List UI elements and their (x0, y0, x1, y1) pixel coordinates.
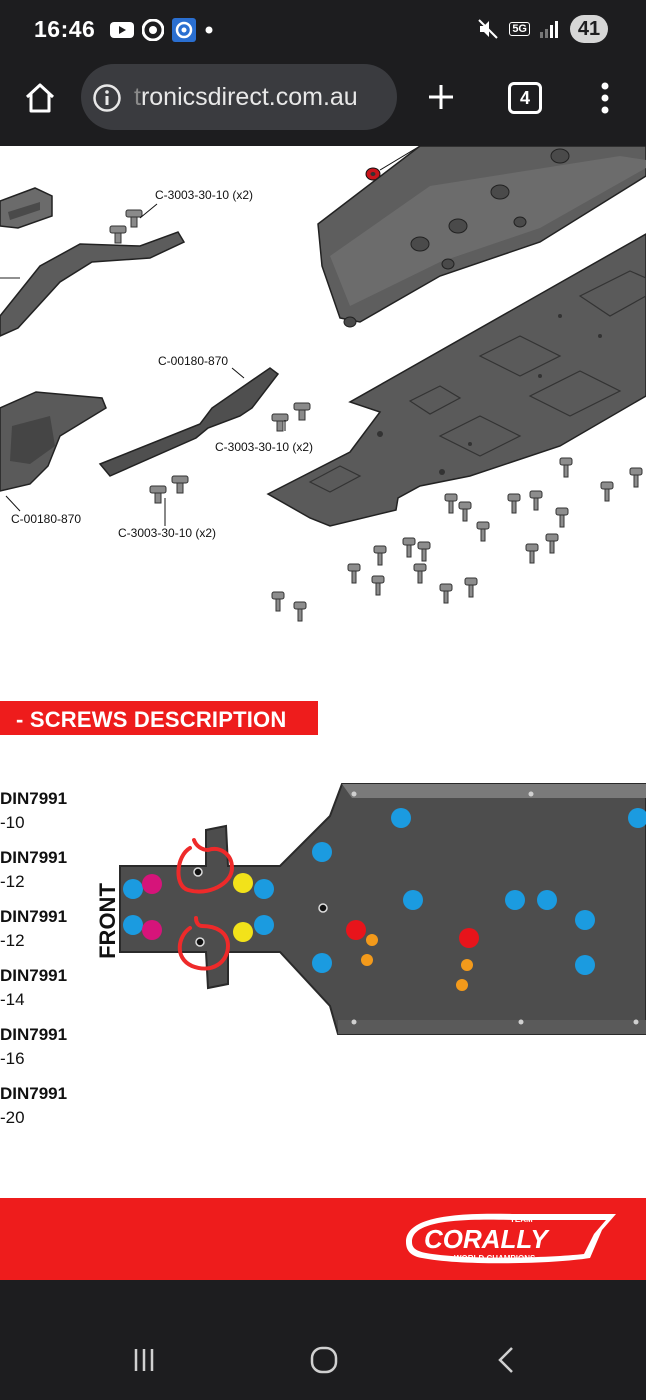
plus-icon (429, 85, 453, 109)
back-button[interactable] (486, 1340, 526, 1380)
new-tab-button[interactable] (422, 78, 460, 116)
tab-switcher-button[interactable]: 4 (508, 82, 542, 114)
screw-item: DIN7991 -16 (0, 1025, 67, 1069)
screw-code: DIN7991 (0, 1084, 68, 1103)
home-icon (25, 83, 55, 113)
info-icon[interactable] (92, 83, 122, 113)
url-domain: ronicsdirect.com.au (140, 83, 358, 111)
chassis-screw-map (119, 783, 646, 1035)
app-icon (172, 18, 196, 42)
screw-item: DIN7991 -14 (0, 966, 67, 1010)
chrome-icon (142, 19, 164, 41)
signal-icon (540, 21, 558, 38)
menu-button[interactable] (592, 78, 618, 118)
exploded-parts-diagram (0, 146, 646, 622)
home-button[interactable] (20, 78, 60, 118)
part-label: C-3003-30-10 (x2) (118, 526, 217, 540)
screw-item: DIN7991 -10 (0, 789, 67, 833)
more-vert-icon (601, 82, 609, 114)
screw-code: DIN7991 (0, 789, 68, 808)
home-circle-icon (310, 1346, 338, 1374)
screw-item: DIN7991 -12 (0, 848, 67, 892)
part-label: C-00180-870 (11, 512, 82, 526)
battery-indicator: 41 (570, 15, 608, 43)
screw-item: DIN7991 -20 (0, 1084, 67, 1128)
part-label: C-3003-30-10 (x2) (155, 188, 254, 202)
screw-code: DIN7991 (0, 1025, 68, 1044)
recents-button[interactable] (124, 1340, 164, 1380)
logo-team: TEAM (510, 1215, 533, 1224)
part-label: C-3003-30-10 (x2) (215, 440, 314, 454)
section-title: - SCREWS DESCRIPTION (16, 707, 287, 732)
clock: 16:46 (34, 16, 96, 42)
screw-code: DIN7991 (0, 848, 68, 867)
screw-size: -14 (0, 990, 25, 1009)
screw-code: DIN7991 (0, 907, 68, 926)
system-icons: 5G 41 (477, 15, 608, 43)
recents-icon (134, 1349, 154, 1371)
screw-code: DIN7991 (0, 966, 68, 985)
screw-size: -12 (0, 931, 25, 950)
screw-item: DIN7991 -12 (0, 907, 67, 951)
screw-size: -16 (0, 1049, 25, 1068)
web-content[interactable]: C-3003-30-10 (x2) C-00180-870 C-3003-30-… (0, 146, 646, 1280)
dot-icon (205, 26, 213, 34)
tab-count: 4 (519, 87, 530, 108)
system-nav-bar (0, 1280, 646, 1400)
mute-icon (478, 19, 499, 39)
notification-icons (110, 18, 214, 42)
home-nav-button[interactable] (304, 1340, 344, 1380)
part-label: C-00180-870 (158, 354, 229, 368)
back-chevron-icon (498, 1347, 513, 1373)
network-label: 5G (509, 22, 530, 36)
screw-size: -10 (0, 813, 25, 832)
logo-tagline: WORLD CHAMPIONS (454, 1254, 536, 1263)
logo-text: CORALLY (424, 1224, 550, 1254)
address-bar[interactable]: tronicsdirect.com.au (81, 64, 397, 130)
status-bar: 16:46 5G 41 (0, 0, 646, 62)
screw-size: -12 (0, 872, 25, 891)
url-text[interactable]: tronicsdirect.com.au (134, 83, 358, 112)
footer-banner: CORALLY TEAM WORLD CHAMPIONS (0, 1198, 646, 1280)
browser-toolbar: tronicsdirect.com.au 4 (0, 62, 646, 146)
youtube-icon (110, 22, 134, 38)
screw-size: -20 (0, 1108, 25, 1127)
url-prefix: t (134, 83, 141, 111)
corally-logo-icon: CORALLY TEAM WORLD CHAMPIONS (406, 1213, 616, 1264)
section-banner: - SCREWS DESCRIPTION (0, 701, 318, 735)
